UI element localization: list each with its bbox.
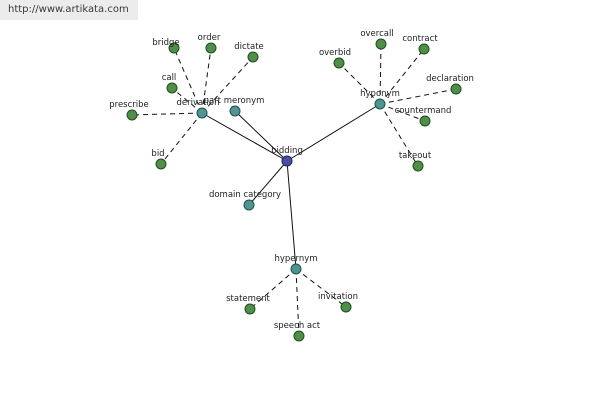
primary-edges [201, 103, 381, 270]
node-overbid[interactable] [333, 57, 345, 69]
edge-hyponym-overbid [338, 62, 381, 105]
node-derivation[interactable] [196, 107, 208, 119]
edge-center-part-meronym [234, 110, 288, 162]
edge-center-hyponym [286, 103, 381, 162]
relation-nodes [196, 98, 386, 275]
edge-derivation-dictate [201, 56, 254, 114]
node-prescribe[interactable] [126, 109, 138, 121]
label-hyponym: hyponym [360, 89, 400, 99]
edge-hyponym-takeout [379, 103, 419, 167]
edge-derivation-bridge [173, 47, 203, 114]
label-derivation: derivation [176, 98, 219, 108]
edge-hypernym-invitation [295, 268, 347, 308]
node-call[interactable] [166, 82, 178, 94]
node-hyponym[interactable] [374, 98, 386, 110]
edge-center-hypernym [286, 160, 297, 270]
node-speech-act[interactable] [293, 330, 305, 342]
node-contract[interactable] [418, 43, 430, 55]
label-bidding: bidding [271, 146, 303, 156]
node-invitation[interactable] [340, 301, 352, 313]
label-order: order [198, 33, 221, 43]
edge-hyponym-contract [379, 48, 425, 105]
edge-derivation-order [201, 47, 212, 114]
label-bridge: bridge [152, 38, 179, 48]
node-bid[interactable] [155, 158, 167, 170]
node-bidding[interactable] [281, 155, 293, 167]
node-bridge[interactable] [168, 42, 180, 54]
node-statement[interactable] [244, 303, 256, 315]
node-labels: bidding derivation part meronym hyponym … [109, 29, 474, 331]
node-domain-category[interactable] [243, 199, 255, 211]
node-part-meronym[interactable] [229, 105, 241, 117]
edge-hyponym-countermand [379, 103, 426, 122]
secondary-edges [131, 43, 457, 337]
label-part-meronym: part meronym [204, 96, 265, 106]
label-countermand: countermand [395, 106, 452, 116]
label-speech-act: speech act [274, 321, 321, 331]
edge-hypernym-speech-act [295, 268, 300, 337]
edge-hyponym-overcall [379, 43, 382, 105]
label-contract: contract [402, 34, 438, 44]
label-declaration: declaration [426, 74, 474, 84]
node-overcall[interactable] [375, 38, 387, 50]
node-hypernym[interactable] [290, 263, 302, 275]
label-hypernym: hypernym [274, 254, 317, 264]
label-domain-category: domain category [209, 190, 281, 200]
edge-derivation-prescribe [131, 112, 203, 116]
node-countermand[interactable] [419, 115, 431, 127]
node-takeout[interactable] [412, 160, 424, 172]
label-call: call [162, 73, 177, 83]
node-declaration[interactable] [450, 83, 462, 95]
label-takeout: takeout [399, 151, 432, 161]
edge-derivation-call [171, 87, 203, 114]
label-invitation: invitation [318, 292, 358, 302]
edge-center-domain-category [248, 160, 288, 206]
edge-derivation-bid [160, 112, 203, 165]
label-overbid: overbid [319, 48, 351, 58]
label-overcall: overcall [360, 29, 393, 39]
edge-hypernym-statement [249, 268, 297, 310]
label-dictate: dictate [234, 42, 264, 52]
node-order[interactable] [205, 42, 217, 54]
node-dictate[interactable] [247, 51, 259, 63]
leaf-nodes [126, 38, 462, 342]
site-watermark: http://www.artikata.com [0, 0, 138, 20]
edge-center-derivation [201, 112, 288, 162]
label-statement: statement [226, 294, 270, 304]
label-prescribe: prescribe [109, 100, 149, 110]
label-bid: bid [151, 149, 164, 159]
edge-hyponym-declaration [379, 88, 457, 105]
